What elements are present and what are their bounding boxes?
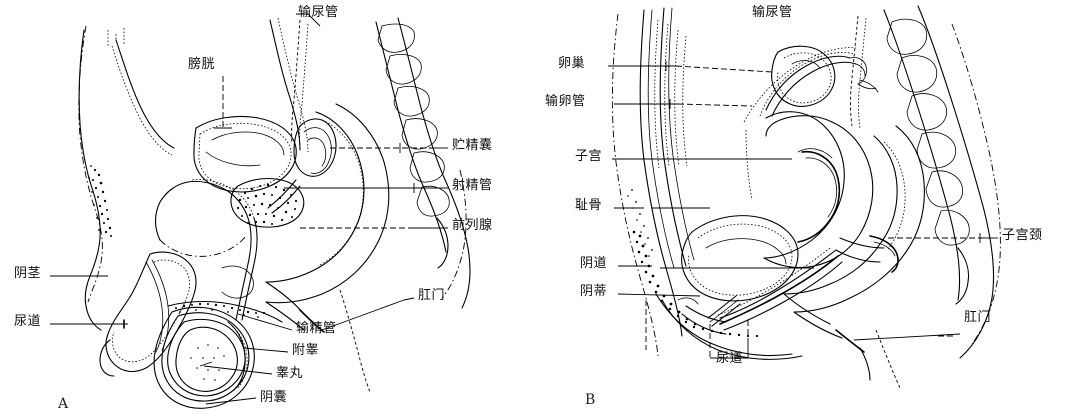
female-label-ovary: 卵巢: [558, 56, 586, 71]
female-label-cervix: 子宫颈: [1002, 228, 1043, 243]
female-label-anus: 肛门: [964, 310, 992, 325]
male-label-prostate: 前列腺: [452, 218, 493, 233]
female-label-pubic-bone: 耻骨: [575, 198, 603, 213]
male-label-ejaculatory-duct: 射精管: [452, 178, 493, 193]
male-label-penis: 阴茎: [14, 266, 42, 281]
female-panel-caption: B: [585, 392, 596, 408]
panel-female-anatomy: 输尿管 卵巢 输卵管 子宫 耻骨 阴道 阴蒂 子宫颈 肛门 尿道 B: [540, 0, 1080, 416]
female-sagittal-drawing: [608, 5, 1001, 389]
male-label-vas-deferens: 输精管: [296, 321, 337, 336]
female-label-urethra: 尿道: [716, 351, 744, 366]
male-label-urethra: 尿道: [14, 314, 42, 329]
male-label-seminal-vesicle: 贮精囊: [452, 138, 493, 153]
female-label-clitoris: 阴蒂: [580, 284, 608, 299]
female-label-vagina: 阴道: [580, 256, 608, 271]
male-label-ureter: 输尿管: [298, 5, 339, 20]
female-label-uterus: 子宫: [575, 149, 603, 164]
panel-male-anatomy: 输尿管 膀胱 贮精囊 射精管 前列腺 肛门 阴茎 尿道 输精管 附睾 睾丸 阴囊…: [14, 5, 493, 412]
male-label-scrotum: 阴囊: [260, 390, 288, 405]
male-label-bladder: 膀胱: [188, 57, 216, 72]
male-label-anus: 肛门: [418, 288, 446, 303]
male-label-testis: 睾丸: [276, 366, 304, 381]
male-label-epididymis: 附睾: [292, 343, 320, 358]
male-sagittal-drawing: [50, 13, 471, 409]
male-panel-caption: A: [58, 396, 69, 412]
female-label-ureter: 输尿管: [752, 5, 793, 20]
female-label-fallopian-tube: 输卵管: [545, 94, 586, 109]
